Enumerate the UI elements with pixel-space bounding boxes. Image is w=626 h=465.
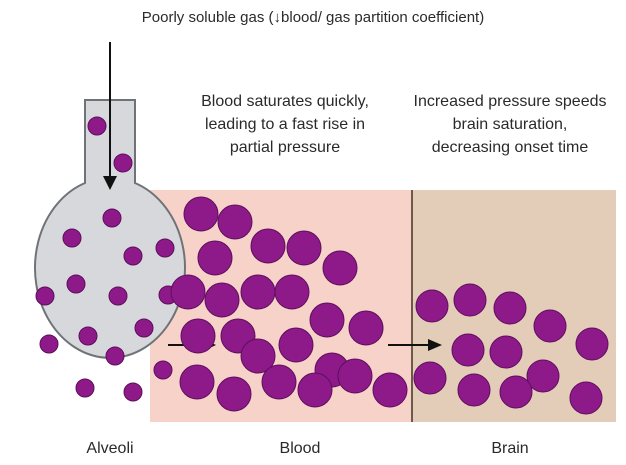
- brain-particle: [494, 292, 526, 324]
- blood-particle: [373, 373, 407, 407]
- blood-particle: [287, 231, 321, 265]
- blood-particle: [180, 365, 214, 399]
- alveoli-particle: [67, 275, 85, 293]
- blood-particle: [323, 251, 357, 285]
- alveoli-particle: [103, 209, 121, 227]
- alveoli-particle: [40, 335, 58, 353]
- alveoli-particle: [109, 287, 127, 305]
- blood-particle: [275, 275, 309, 309]
- alveoli-label: Alveoli: [60, 440, 160, 458]
- brain-label: Brain: [460, 440, 560, 458]
- blood-particle: [205, 283, 239, 317]
- brain-particle: [416, 290, 448, 322]
- blood-particle: [298, 373, 332, 407]
- alveoli-particle: [156, 239, 174, 257]
- brain-particle: [500, 376, 532, 408]
- blood-particle: [171, 275, 205, 309]
- alveoli-particle: [79, 327, 97, 345]
- blood-particle: [349, 311, 383, 345]
- brain-particle: [454, 284, 486, 316]
- blood-particle: [262, 365, 296, 399]
- alveoli-particle: [63, 229, 81, 247]
- alveoli-particle: [76, 379, 94, 397]
- brain-particle: [576, 328, 608, 360]
- alveoli-particle: [124, 247, 142, 265]
- brain-particle: [452, 334, 484, 366]
- alveoli-particle: [88, 117, 106, 135]
- blood-particle: [241, 275, 275, 309]
- blood-particle: [338, 359, 372, 393]
- blood-label: Blood: [250, 440, 350, 458]
- brain-particle: [458, 374, 490, 406]
- alveoli-particle: [154, 361, 172, 379]
- brain-particle: [570, 382, 602, 414]
- alveoli-particle: [106, 347, 124, 365]
- blood-particle: [310, 303, 344, 337]
- brain-particle: [414, 362, 446, 394]
- alveoli-particle: [124, 383, 142, 401]
- brain-particle: [527, 360, 559, 392]
- alveoli-particle: [36, 287, 54, 305]
- blood-particle: [251, 229, 285, 263]
- alveoli-particle: [114, 154, 132, 172]
- blood-particle: [218, 205, 252, 239]
- brain-particle: [490, 336, 522, 368]
- blood-particle: [181, 319, 215, 353]
- blood-particle: [198, 241, 232, 275]
- blood-particle: [184, 197, 218, 231]
- brain-particle: [534, 310, 566, 342]
- blood-particle: [279, 328, 313, 362]
- blood-particle: [217, 377, 251, 411]
- alveoli-particle: [135, 319, 153, 337]
